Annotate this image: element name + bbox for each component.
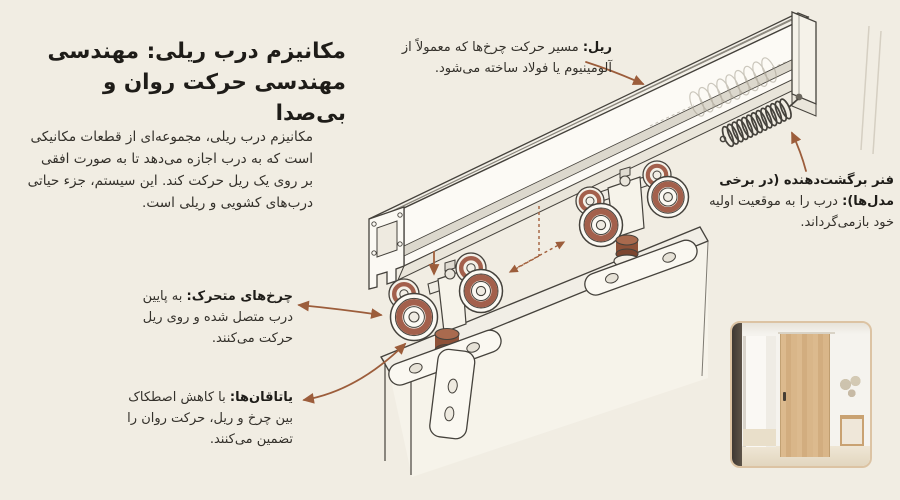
callout-bearings-term: یاتاقان‌ها: xyxy=(229,390,293,405)
page-title: مکانیزم درب ریلی: مهندسی مهندسی حرکت روا… xyxy=(26,36,346,129)
wheels-arrow xyxy=(297,300,383,319)
roller-wheel xyxy=(389,292,439,342)
callout-wheels: چرخ‌های متحرک: به پایین درب متصل شده و ر… xyxy=(127,286,293,349)
callout-wheels-term: چرخ‌های متحرک: xyxy=(186,289,293,304)
callout-rail: ریل: مسیر حرکت چرخ‌ها که معمولاً از آلوم… xyxy=(397,38,612,79)
page-title-line2: مهندسی حرکت روان و بی‌صدا xyxy=(102,70,346,126)
photo-doorway-floor xyxy=(743,428,777,446)
spring-arrow xyxy=(791,131,807,172)
hanger-strap xyxy=(429,348,476,440)
callout-rail-description: مسیر حرکت چرخ‌ها که معمولاً از آلومینیوم… xyxy=(401,40,612,76)
callout-return-spring-term: فنر برگشت‌دهنده (در برخی مدل‌ها): xyxy=(719,173,894,209)
return-spring xyxy=(719,98,799,148)
roller-wheel xyxy=(578,202,624,248)
callout-return-spring-description: درب را به موقعیت اولیه خود بازمی‌گرداند. xyxy=(709,194,894,230)
intro-text: مکانیزم درب ریلی، مجموعه‌ای از قطعات مکا… xyxy=(27,129,313,211)
rail-end-cap xyxy=(791,11,817,117)
photo-door-frame xyxy=(732,323,742,466)
rail-cross-section xyxy=(368,206,405,290)
callout-arrows xyxy=(297,61,807,404)
bearing-spacer xyxy=(613,234,641,268)
callout-return-spring: فنر برگشت‌دهنده (در برخی مدل‌ها): درب را… xyxy=(699,170,894,233)
roller-wheel xyxy=(646,175,690,219)
photo-stool xyxy=(839,414,865,446)
photo-sliding-track xyxy=(777,331,836,335)
insert-direction-arrows xyxy=(428,206,566,276)
photo-wooden-sliding-door xyxy=(780,334,830,458)
photo-ceiling-shadow xyxy=(732,323,870,335)
roller-wheel xyxy=(458,268,504,314)
bearings-arrow xyxy=(302,342,407,404)
callout-bearings: یاتاقان‌ها: با کاهش اصطکاک بین چرخ و ریل… xyxy=(111,387,293,450)
mounting-plate xyxy=(584,239,698,296)
ghost-spring xyxy=(649,57,789,127)
roller-trolley-exploded xyxy=(388,252,504,440)
page-title-line1: مکانیزم درب ریلی: مهندسی xyxy=(47,39,346,64)
callout-bearings-description: با کاهش اصطکاک بین چرخ و ریل، حرکت روان … xyxy=(127,390,293,447)
photo-doorway-opening xyxy=(743,335,777,448)
wall-lines xyxy=(860,25,882,155)
room-photo xyxy=(730,321,872,468)
rail-track xyxy=(368,12,810,282)
photo-plant xyxy=(838,374,864,409)
rail-arrow xyxy=(585,61,645,85)
intro-paragraph: مکانیزم درب ریلی، مجموعه‌ای از قطعات مکا… xyxy=(27,126,313,214)
photo-door-handle xyxy=(783,392,787,401)
callout-wheels-description: به پایین درب متصل شده و روی ریل حرکت می‌… xyxy=(142,289,293,346)
roller-trolley-installed xyxy=(575,160,698,296)
callout-rail-term: ریل: xyxy=(582,40,612,55)
